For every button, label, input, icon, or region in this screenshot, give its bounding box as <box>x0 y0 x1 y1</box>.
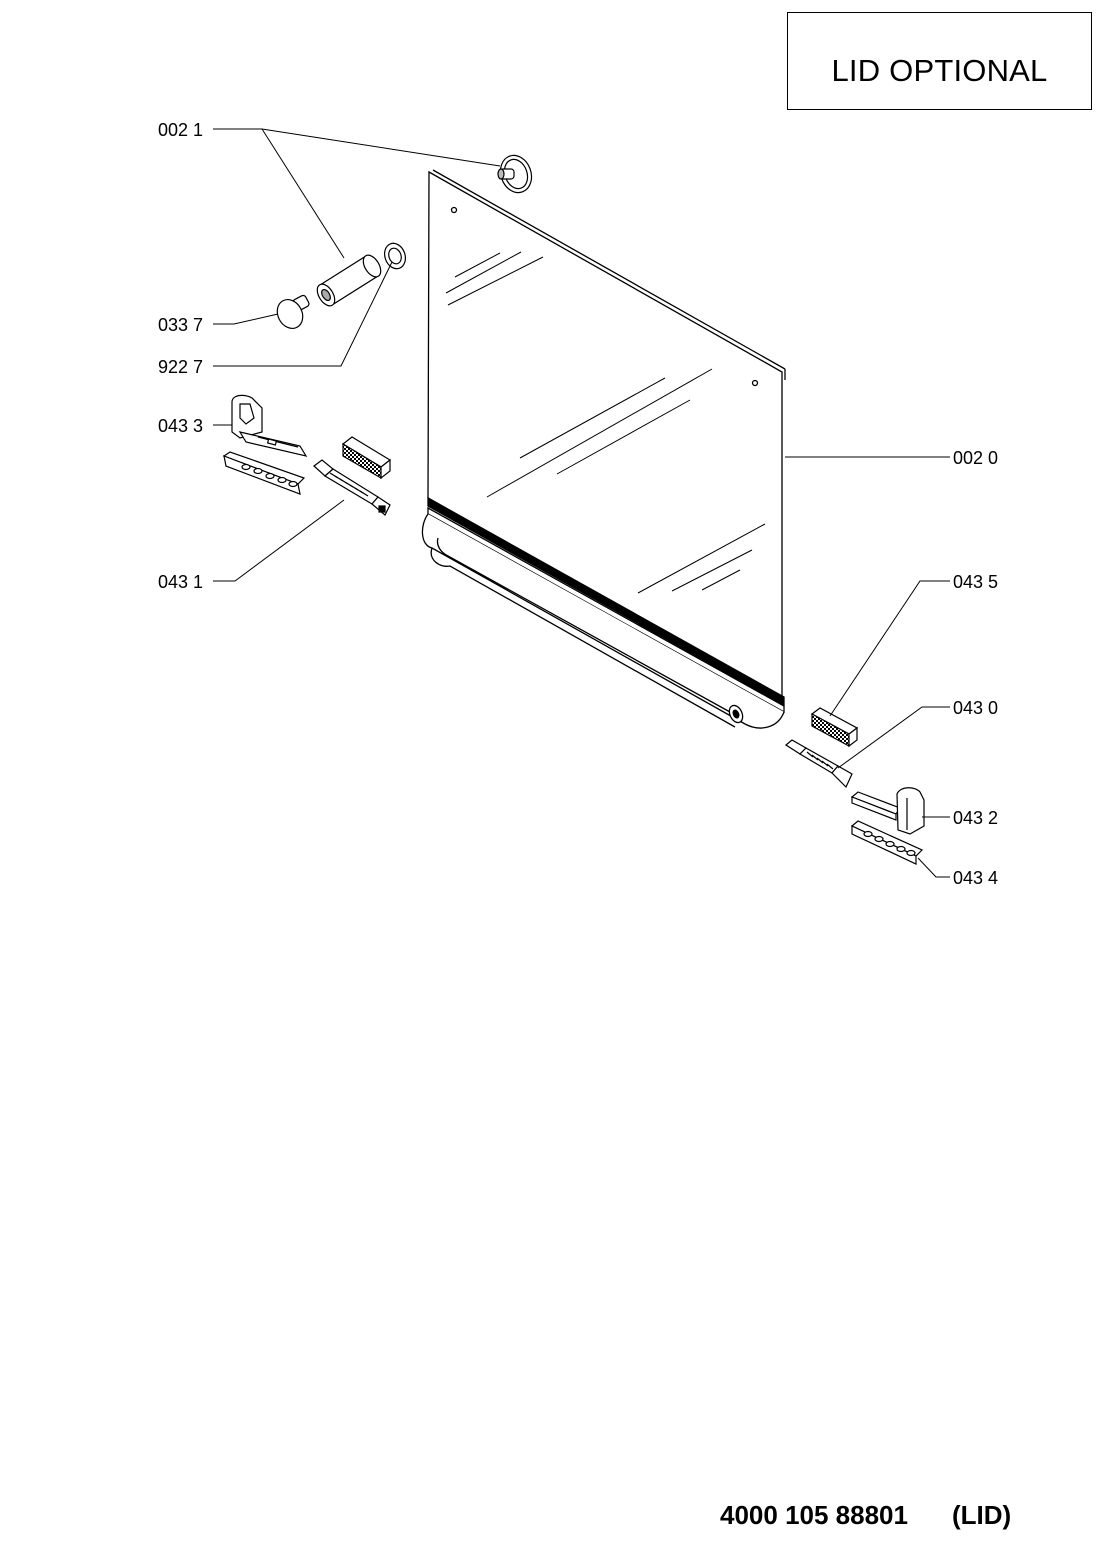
label-043-2: 043 2 <box>953 808 998 828</box>
footer-part-number: 4000 105 88801 (LID) <box>720 1500 1011 1531</box>
end-cap <box>276 294 310 329</box>
label-002-0: 002 0 <box>953 448 998 468</box>
right-hatched-block <box>810 707 859 748</box>
label-922-7: 922 7 <box>158 357 203 377</box>
label-043-1: 043 1 <box>158 572 203 592</box>
lid-bottom-frame <box>421 496 785 729</box>
page-title: LID OPTIONAL <box>831 53 1048 88</box>
left-spring-shaft <box>313 459 391 516</box>
knob-stud <box>497 154 533 194</box>
glass-lid-panel <box>427 169 786 699</box>
title-box: LID OPTIONAL <box>787 12 1092 110</box>
handle-tube <box>316 254 382 307</box>
left-perforated-plate <box>222 451 306 495</box>
left-hatched-block <box>341 436 392 480</box>
label-043-0: 043 0 <box>953 698 998 718</box>
footer-part-number-value: 4000 105 88801 <box>720 1500 908 1530</box>
left-hinge-bracket <box>231 394 308 457</box>
footer-suffix: (LID) <box>951 1500 1012 1530</box>
right-spring-shaft <box>784 739 853 789</box>
label-043-3: 043 3 <box>158 416 203 436</box>
leader-lines <box>213 128 950 878</box>
label-043-5: 043 5 <box>953 572 998 592</box>
washer-ring <box>384 242 406 270</box>
label-002-1: 002 1 <box>158 120 203 140</box>
label-033-7: 033 7 <box>158 315 203 335</box>
right-perforated-plate <box>850 820 924 865</box>
label-043-4: 043 4 <box>953 868 998 888</box>
right-hinge-bracket <box>850 787 925 835</box>
